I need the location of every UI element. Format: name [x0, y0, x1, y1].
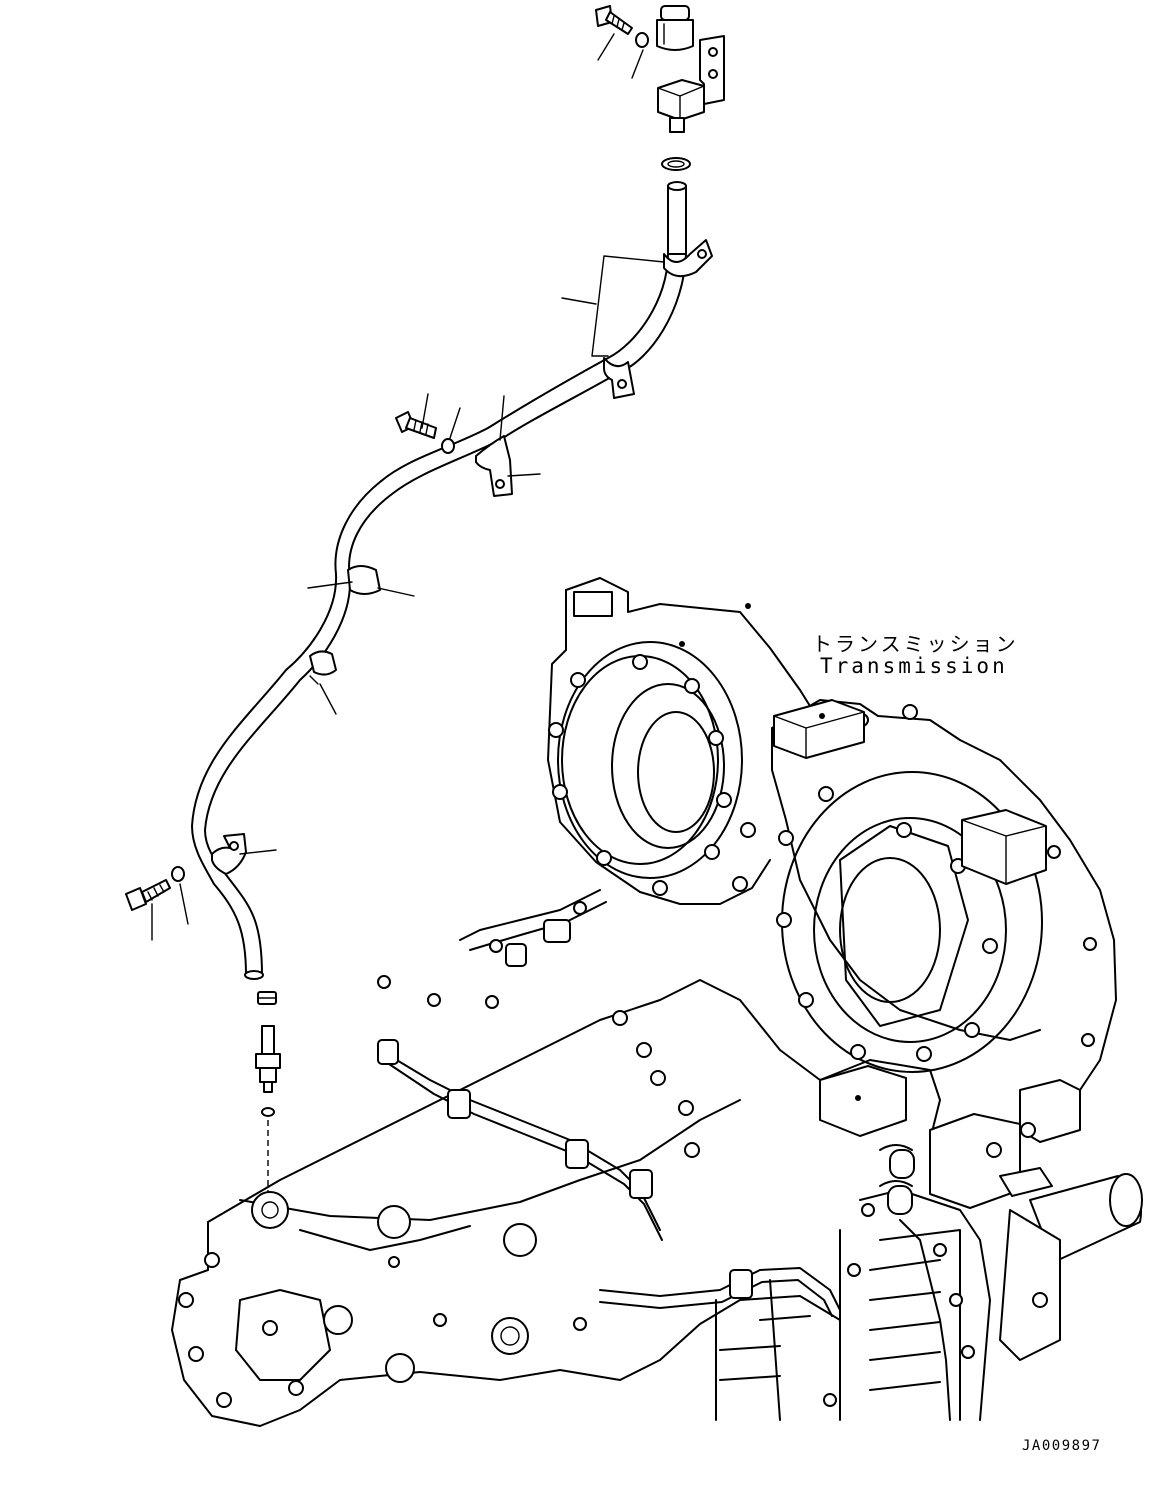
- breather-cap: [656, 5, 694, 51]
- top-hose-clamp: [661, 157, 691, 171]
- transmission-housing: [547, 577, 1117, 1091]
- leader-top-washer: [631, 49, 644, 79]
- hose-clamp-1: [663, 239, 713, 278]
- hose-connector: [257, 991, 277, 1005]
- transmission-body: [171, 889, 1143, 1427]
- top-bolt: [595, 5, 633, 35]
- leader-hose-assembly: [561, 255, 665, 357]
- top-washer: [635, 32, 649, 48]
- leader-top-bolt: [597, 33, 615, 61]
- leader-mid-bolt: [421, 393, 429, 429]
- hose-band-4: [347, 565, 381, 595]
- hose-clamp-3: [475, 435, 513, 497]
- top-hose-stub: [667, 181, 687, 255]
- leader-clamp-3a: [499, 395, 505, 441]
- mid-bolt: [395, 411, 437, 439]
- hose-band-5: [309, 650, 337, 685]
- transmission-label-english: Transmission: [820, 654, 1008, 678]
- hose-clamp-6: [211, 833, 247, 875]
- lower-washer: [171, 866, 185, 882]
- mid-washer: [441, 438, 455, 454]
- transmission-label-japanese: トランスミッション: [812, 632, 1019, 656]
- lower-bolt: [125, 879, 171, 911]
- leader-mid-washer: [449, 407, 461, 439]
- breather-block: [657, 79, 705, 133]
- hose-clamp-2: [603, 357, 635, 399]
- drawing-code: JA009897: [1022, 1438, 1102, 1454]
- leader-lower-washer: [179, 883, 189, 925]
- elbow-fitting: [255, 1025, 281, 1093]
- leader-band-5: [319, 683, 337, 715]
- leader-clamp-6: [239, 849, 277, 855]
- leader-band-4a: [307, 581, 353, 589]
- leader-band-4b: [377, 587, 415, 597]
- leader-clamp-3b: [507, 473, 541, 477]
- o-ring: [261, 1107, 275, 1117]
